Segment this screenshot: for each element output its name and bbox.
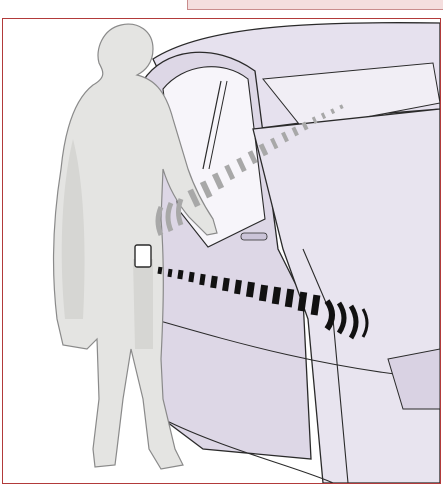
top-strip-accent bbox=[187, 0, 443, 10]
car-door-handle bbox=[241, 233, 267, 240]
key-fob bbox=[135, 245, 151, 267]
illustration-frame bbox=[2, 18, 441, 484]
top-strip bbox=[0, 0, 443, 20]
keyless-entry-illustration bbox=[3, 19, 440, 483]
car bbox=[138, 23, 440, 483]
